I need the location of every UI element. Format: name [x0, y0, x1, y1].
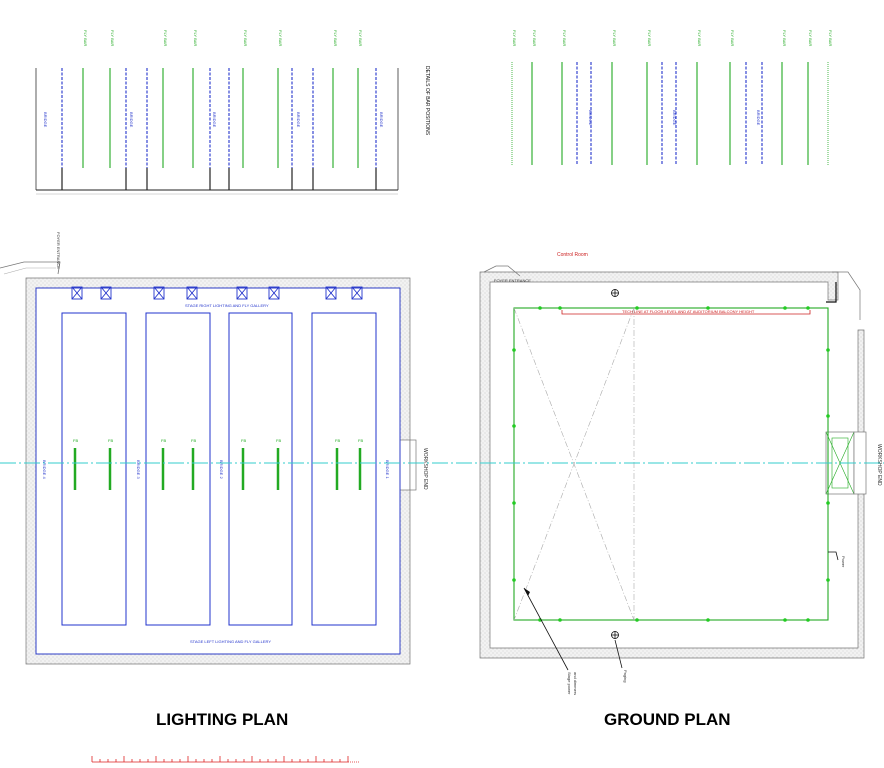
bridge-label-1: BRIDGE 1 [385, 460, 390, 479]
bar-positions-section-left: FLY BAR FLY BAR FLY BAR FLY BAR FLY BAR … [35, 30, 399, 195]
bridge-4 [61, 312, 127, 626]
svg-text:FLY BAR: FLY BAR [697, 30, 702, 46]
ground-plan-title: GROUND PLAN [604, 710, 731, 729]
svg-text:FB: FB [241, 438, 246, 443]
svg-text:FLY BAR: FLY BAR [278, 30, 283, 46]
svg-text:FB: FB [73, 438, 78, 443]
svg-text:FB: FB [161, 438, 166, 443]
ground-plan: Stage power and dimmers Paging Power Con… [479, 252, 882, 695]
bridge-2 [228, 312, 293, 626]
bar-positions-section-right: FLY BAR FLY BAR FLY BAR FLY BAR FLY BAR … [511, 30, 833, 165]
svg-text:Power: Power [841, 556, 846, 568]
bridge-label-3: BRIDGE 3 [136, 460, 141, 479]
svg-text:FB: FB [335, 438, 340, 443]
svg-text:Stage power: Stage power [567, 672, 572, 695]
bridge-label-4: BRIDGE 4 [42, 460, 47, 479]
svg-text:BRIDGE: BRIDGE [212, 112, 217, 128]
svg-text:BRIDGE: BRIDGE [129, 112, 134, 128]
svg-text:FLY BAR: FLY BAR [333, 30, 338, 46]
svg-text:FLY BAR: FLY BAR [358, 30, 363, 46]
svg-text:BRIDGE: BRIDGE [672, 110, 677, 126]
svg-text:FB: FB [276, 438, 281, 443]
bridge-label-2: BRIDGE 2 [219, 460, 224, 479]
svg-text:FB: FB [191, 438, 196, 443]
svg-text:BRIDGE: BRIDGE [43, 112, 48, 128]
svg-text:and dimmers: and dimmers [573, 672, 578, 695]
control-room-label: Control Room [557, 252, 588, 258]
svg-text:FLY BAR: FLY BAR [512, 30, 517, 46]
svg-text:FLY BAR: FLY BAR [782, 30, 787, 46]
svg-text:FLY BAR: FLY BAR [562, 30, 567, 46]
section-note: DETAILS OF BAR POSITIONS [424, 66, 430, 136]
gp-workshop-label: WORKSHOP END [876, 444, 882, 486]
svg-text:FB: FB [108, 438, 113, 443]
svg-text:BRIDGE: BRIDGE [296, 112, 301, 128]
svg-text:FLY BAR: FLY BAR [83, 30, 88, 46]
tech-line-label: TECH LINE AT FLOOR LEVEL AND AT AUDITORI… [622, 309, 755, 314]
svg-text:BRIDGE: BRIDGE [588, 110, 593, 126]
lp-workshop-label: WORKSHOP END [422, 448, 428, 490]
scale-bar [91, 756, 360, 763]
svg-text:FLY BAR: FLY BAR [730, 30, 735, 46]
svg-text:Paging: Paging [623, 670, 628, 682]
lighting-plan-title: LIGHTING PLAN [156, 710, 289, 729]
lighting-plan: FB FB FB FB FB FB FB FB BRIDGE 4 BRIDGE … [0, 232, 428, 665]
svg-text:BRIDGE: BRIDGE [379, 112, 384, 128]
svg-text:FLY BAR: FLY BAR [243, 30, 248, 46]
svg-text:FLY BAR: FLY BAR [828, 30, 833, 46]
svg-text:FLY BAR: FLY BAR [612, 30, 617, 46]
svg-text:FLY BAR: FLY BAR [110, 30, 115, 46]
gp-foyer-label: FOYER ENTRANCE [494, 278, 531, 283]
bridge-3 [145, 312, 211, 626]
svg-text:FLY BAR: FLY BAR [163, 30, 168, 46]
lp-foyer-label: FOYER ENTRANCE [56, 232, 61, 269]
svg-text:FLY BAR: FLY BAR [808, 30, 813, 46]
svg-text:FLY BAR: FLY BAR [193, 30, 198, 46]
svg-text:FLY BAR: FLY BAR [532, 30, 537, 46]
stage-right-gallery-label: STAGE RIGHT LIGHTING AND FLY GALLERY [185, 303, 269, 308]
bridge-1 [311, 312, 377, 626]
svg-text:FB: FB [358, 438, 363, 443]
svg-text:BRIDGE: BRIDGE [756, 110, 761, 126]
svg-text:FLY BAR: FLY BAR [647, 30, 652, 46]
stage-left-gallery-label: STAGE LEFT LIGHTING AND FLY GALLERY [190, 639, 271, 644]
